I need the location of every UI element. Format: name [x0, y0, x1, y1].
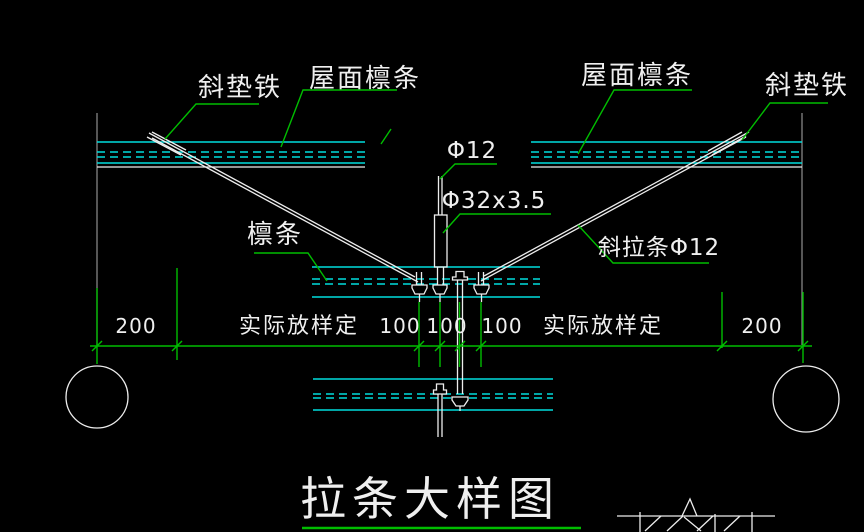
callout-left-roof-purlin: 屋面檩条: [309, 64, 421, 94]
dim-left-lofting: 实际放样定: [239, 314, 359, 339]
dimension-lines: [90, 268, 812, 367]
callout-diagonal-tie: 斜拉条Φ12: [598, 235, 720, 261]
upper-left-purlin: [97, 141, 365, 168]
lower-purlin: [313, 378, 553, 411]
left-diagonal-brace: [148, 132, 419, 283]
vertical-sag-rod: [451, 270, 469, 411]
grid-bubbles: [65, 365, 840, 433]
dim-100-2: 100: [426, 314, 467, 338]
dim-left-200: 200: [115, 314, 156, 338]
callout-right-roof-purlin: 屋面檩条: [581, 61, 693, 91]
dim-100-1: 100: [379, 314, 420, 338]
lower-sag-rod: [432, 383, 448, 437]
middle-purlin: [312, 266, 540, 298]
bottom-right-partial-detail: [617, 497, 775, 532]
callout-purlin: 檩条: [247, 220, 303, 250]
drawing-title: 拉条大样图: [300, 472, 560, 526]
center-rod-and-tube: [433, 176, 448, 285]
dim-right-lofting: 实际放样定: [543, 314, 663, 339]
right-wedge-plate: [707, 131, 747, 156]
callout-tube-spec: Φ32x3.5: [442, 188, 547, 214]
callout-left-wedge: 斜垫铁: [198, 73, 282, 103]
middle-purlin-bolts: [411, 272, 490, 302]
dim-100-3: 100: [481, 314, 522, 338]
upper-right-purlin: [531, 141, 802, 168]
dim-right-200: 200: [741, 314, 782, 338]
callout-right-wedge: 斜垫铁: [765, 71, 849, 101]
right-diagonal-brace: [480, 131, 750, 282]
callout-rod-diameter: Φ12: [447, 138, 497, 164]
leader-lines: [164, 89, 828, 282]
left-wedge-plate: [146, 131, 187, 156]
